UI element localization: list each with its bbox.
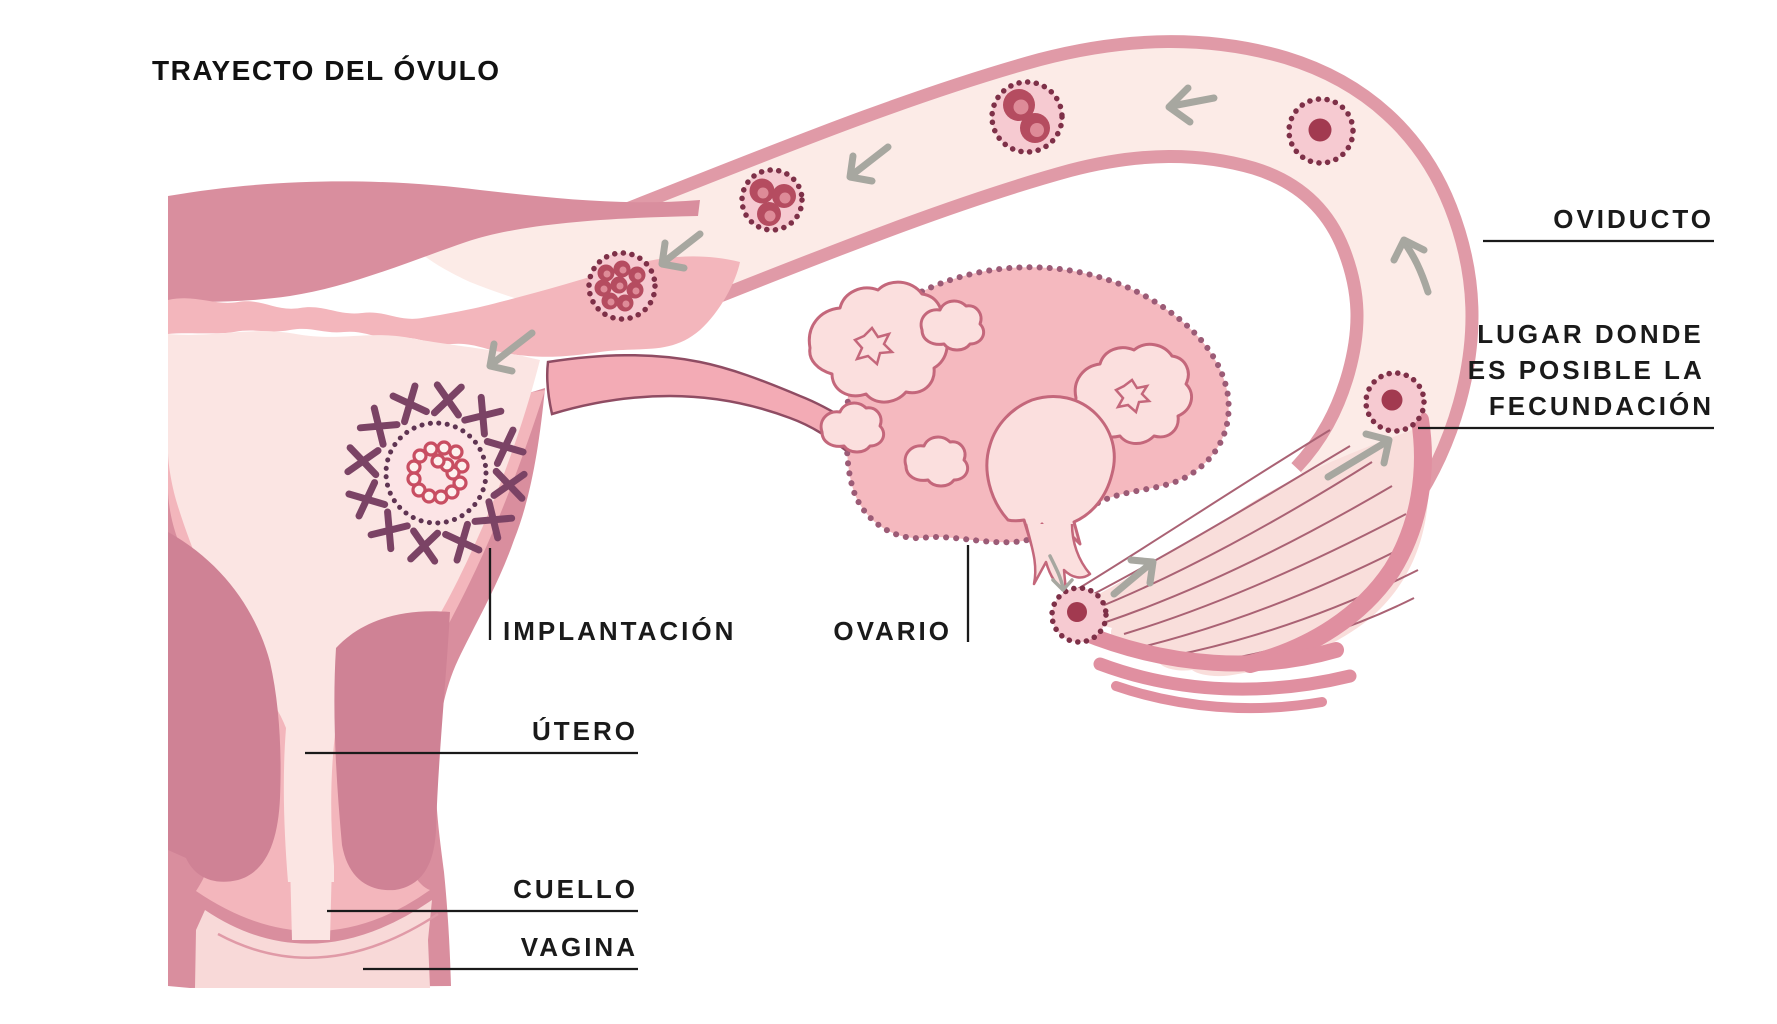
zygote-icon xyxy=(1286,96,1356,166)
arrow-up-curved-icon xyxy=(1390,236,1432,296)
cervix-lobe-left xyxy=(168,532,281,882)
follicle-small xyxy=(903,435,970,488)
fimbriae-striation xyxy=(1145,541,1415,647)
ovary xyxy=(807,264,1232,594)
direction-arrows xyxy=(486,84,1432,598)
fimbriae-striation xyxy=(1105,485,1393,623)
fimbriae xyxy=(1072,411,1432,714)
fimbriae-finger xyxy=(1074,624,1344,672)
cervix-lobe-right xyxy=(334,611,450,891)
arrow-left-icon xyxy=(1165,84,1218,126)
follicle-large-star xyxy=(807,280,949,404)
arrow-up-right-icon xyxy=(1324,430,1393,481)
fimbriae-finger xyxy=(1093,657,1357,696)
cervical-canal-opening xyxy=(290,862,332,940)
follicle-star-core xyxy=(852,326,895,367)
ovum-fertilization-site-icon xyxy=(1363,370,1427,434)
follicle-small xyxy=(919,299,986,352)
label-ovary: OVARIO xyxy=(833,616,952,646)
label-uterus: ÚTERO xyxy=(532,716,638,746)
blastocyst-implantation-icon xyxy=(344,381,528,565)
arrow-down-left-icon xyxy=(658,230,704,272)
arrow-ovulation-icon xyxy=(1048,554,1074,592)
embryo-3-cell-icon xyxy=(739,167,805,233)
label-cervix: CUELLO xyxy=(513,874,638,904)
blastocyst-zona xyxy=(383,420,489,526)
uterus xyxy=(168,181,740,988)
label-fertilization-site: LUGAR DONDE ES POSIBLE LA FECUNDACIÓN xyxy=(1468,319,1714,421)
uterus-fundus xyxy=(168,181,700,302)
embryo-2-cell-icon xyxy=(989,79,1065,155)
ovum-stages xyxy=(344,79,1427,645)
arrow-up-right-icon xyxy=(1110,556,1157,598)
fimbriae-striation xyxy=(1075,429,1331,591)
ovum-nucleus xyxy=(1308,118,1332,142)
label-implantation: IMPLANTACIÓN xyxy=(503,616,736,646)
follicle-star-core xyxy=(1113,378,1152,415)
ovum-nucleus xyxy=(1067,602,1087,622)
blastocyst-cell-ring xyxy=(406,440,470,505)
ovarian-ligament xyxy=(545,353,852,455)
fimbriae-striation xyxy=(1081,445,1351,601)
fimbriae-outer-edge xyxy=(1241,411,1432,673)
blastocyst-villi xyxy=(344,381,528,565)
diagram-title: TRAYECTO DEL ÓVULO xyxy=(152,55,501,86)
rupture-tear xyxy=(1024,523,1092,594)
arrow-down-left-icon xyxy=(486,329,536,375)
ovum-nucleus xyxy=(1381,389,1403,411)
fimbriae-striation xyxy=(1123,513,1407,635)
fimbriae-finger xyxy=(1111,681,1327,714)
vagina-interior xyxy=(195,900,432,988)
arrow-down-left-icon xyxy=(846,143,892,185)
ovum-released-icon xyxy=(1049,585,1109,645)
label-vagina: VAGINA xyxy=(521,932,638,962)
fimbriae-striation xyxy=(1091,461,1373,611)
label-oviduct: OVIDUCTO xyxy=(1553,204,1714,234)
fornix-fold xyxy=(217,912,439,959)
follicle-small xyxy=(819,401,886,454)
annotations: TRAYECTO DEL ÓVULO OVIDUCTO LUGAR DONDE … xyxy=(152,55,1714,971)
morula-icon xyxy=(586,250,658,322)
